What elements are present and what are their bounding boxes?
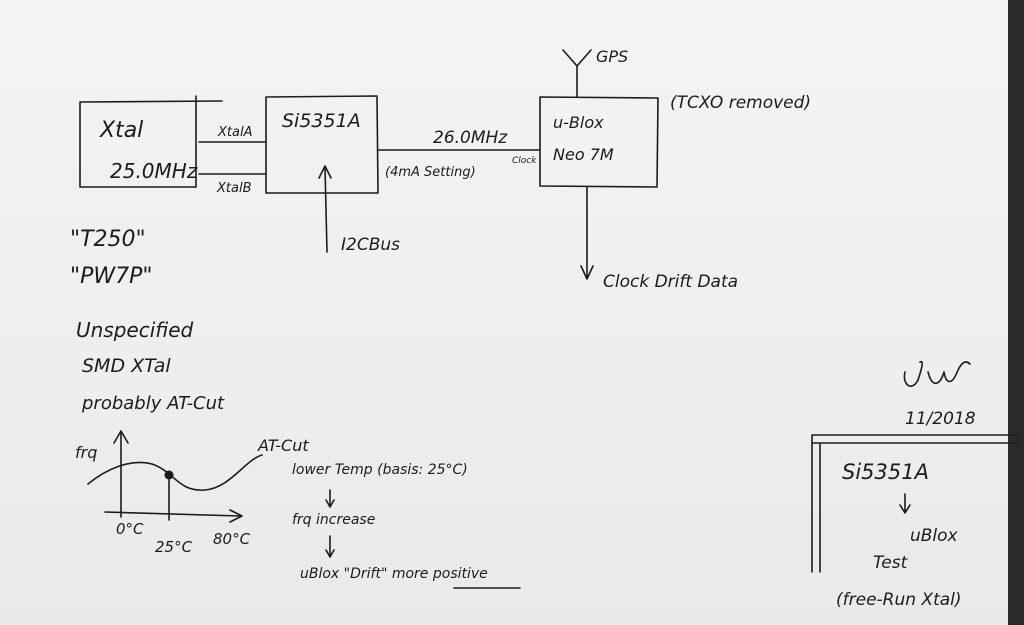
at-cut-curve (87, 454, 263, 491)
logic-line2: frq increase (292, 512, 375, 528)
logic-line1: lower Temp (basis: 25°C) (292, 462, 468, 478)
drift-label: Clock Drift Data (603, 272, 738, 292)
xtal-a-label: XtalA (217, 125, 252, 140)
xtal-label: Xtal (99, 118, 143, 143)
xtal-connections: XtalA XtalB (198, 125, 267, 196)
title-line1: Si5351A (842, 460, 929, 484)
signature-date: 11/2018 (905, 409, 976, 429)
signature: 11/2018 (903, 360, 976, 429)
logic-notes: lower Temp (basis: 25°C) frq increase uB… (292, 462, 521, 589)
tick-25c: 25°C (155, 538, 193, 556)
curve-point-25c (164, 470, 174, 480)
title-line2: uBlox (910, 526, 959, 546)
ublox-line2: Neo 7M (553, 145, 614, 164)
logic-line3: uBlox "Drift" more positive (300, 566, 488, 582)
desk-edge (1008, 0, 1024, 625)
y-axis (113, 430, 129, 518)
note-smd: SMD XTal (82, 355, 171, 377)
note-pw7p: "PW7P" (70, 264, 153, 289)
down-arrow-icon (325, 535, 335, 558)
tick-80c: 80°C (213, 530, 251, 548)
si5351-label: Si5351A (282, 110, 361, 132)
link-freq: 26.0MHz (433, 128, 508, 148)
note-t250: "T250" (70, 227, 146, 252)
i2c-label: I2CBus (341, 235, 400, 255)
xtal-b-label: XtalB (216, 181, 252, 196)
title-line3: Test (873, 553, 909, 573)
i2c-bus: I2CBus (318, 165, 400, 255)
si5351-block: Si5351A (265, 95, 379, 194)
freq-temp-plot: frq AT-Cut 0°C 25°C 80°C (75, 430, 309, 556)
gps-antenna-icon: GPS (562, 47, 628, 98)
down-arrow-icon (325, 489, 335, 508)
crystal-notes: "T250" "PW7P" Unspecified SMD XTal proba… (70, 227, 225, 414)
down-arrow-icon (899, 493, 911, 514)
signature-mark (903, 360, 971, 387)
ublox-line1: u-Blox (553, 113, 604, 132)
note-atcut: probably AT-Cut (81, 393, 225, 414)
link-note: (4mA Setting) (385, 165, 476, 180)
plot-ylabel: frq (75, 443, 97, 462)
drift-output: Clock Drift Data (580, 186, 738, 292)
gps-label: GPS (596, 47, 628, 66)
xtal-freq: 25.0MHz (110, 159, 198, 183)
x-axis (104, 509, 243, 523)
title-block: Si5351A uBlox Test (free-Run Xtal) (811, 434, 1019, 610)
clock-link: 26.0MHz (4mA Setting) Clock (377, 128, 541, 180)
ublox-block: u-Blox Neo 7M (539, 96, 659, 188)
xtal-block: Xtal 25.0MHz (79, 95, 223, 188)
tick-0c: 0°C (116, 520, 144, 538)
tcxo-note: (TCXO removed) (670, 93, 811, 113)
clk-label: Clock (512, 156, 537, 166)
title-line4: (free-Run Xtal) (836, 590, 962, 610)
note-unspecified: Unspecified (76, 318, 194, 342)
curve-label: AT-Cut (257, 436, 309, 455)
